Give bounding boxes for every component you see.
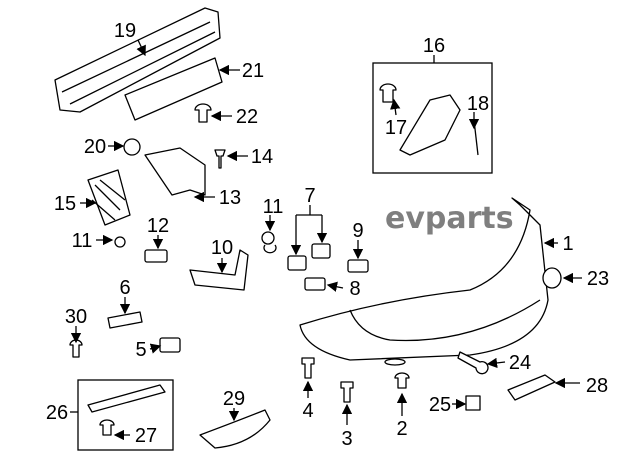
part-clip-22 (194, 103, 212, 123)
callout-1: 1 (562, 233, 573, 255)
callout-9: 9 (352, 220, 363, 242)
callout-21: 21 (242, 60, 264, 82)
callout-15: 15 (54, 193, 76, 215)
part-bracket-9 (347, 259, 369, 273)
part-reflector-10 (189, 249, 249, 291)
leader-lines (70, 39, 582, 441)
part-cap-23 (542, 267, 562, 289)
callout-29: 29 (223, 388, 245, 410)
callout-22: 22 (236, 106, 258, 128)
callout-4: 4 (302, 400, 313, 422)
part-clip-5 (159, 337, 181, 353)
callout-5: 5 (135, 339, 146, 361)
callout-14: 14 (251, 146, 273, 168)
callout-24: 24 (509, 352, 531, 374)
watermark: evparts (385, 201, 514, 236)
callout-18: 18 (467, 93, 489, 115)
part-clip-11-right (261, 231, 277, 254)
callout-8: 8 (349, 278, 360, 300)
callout-6: 6 (119, 277, 130, 299)
callout-box-16 (372, 55, 493, 174)
callout-13: 13 (219, 187, 241, 209)
part-bracket-8 (304, 277, 326, 291)
callout-7: 7 (304, 185, 315, 207)
callout-12: 12 (147, 215, 169, 237)
callout-23: 23 (587, 268, 609, 290)
part-reinforcement-19 (54, 7, 221, 113)
callout-25: 25 (429, 394, 451, 416)
part-bumper-cover-1 (299, 197, 549, 366)
callout-26: 26 (46, 402, 68, 424)
part-bolt-3 (340, 381, 354, 403)
callout-28: 28 (586, 375, 608, 397)
callout-2: 2 (396, 418, 407, 440)
callout-10: 10 (211, 237, 233, 259)
part-bracket-7b (311, 243, 331, 259)
part-clip-2 (394, 372, 410, 389)
part-bracket-6 (107, 311, 143, 329)
callout-19: 19 (114, 20, 136, 42)
callout-3: 3 (341, 428, 352, 450)
callout-17: 17 (385, 117, 407, 139)
callout-labels: 19 21 22 20 14 15 13 11 7 9 1 23 12 11 1… (46, 20, 609, 450)
part-cover-25 (465, 395, 481, 411)
part-bolt-14 (214, 149, 226, 169)
part-absorber-21 (124, 57, 223, 121)
callout-30: 30 (65, 306, 87, 328)
part-eye-24 (457, 351, 489, 375)
part-screw-30 (69, 339, 83, 358)
callout-20: 20 (84, 136, 106, 158)
callout-11-left: 11 (72, 230, 93, 252)
callout-box-26 (77, 379, 174, 451)
callout-11-right: 11 (263, 196, 284, 218)
part-bolt-4 (301, 357, 315, 379)
part-lamp-29 (199, 409, 271, 449)
part-bracket-13 (144, 147, 206, 196)
callout-27: 27 (135, 425, 157, 447)
part-bracket-7a (287, 255, 307, 271)
part-reflector-28 (507, 374, 556, 401)
callout-16: 16 (423, 35, 445, 57)
part-nut-20 (123, 138, 141, 156)
part-clip-11 (114, 236, 126, 248)
part-grille-15 (87, 169, 131, 226)
part-bracket-12 (144, 249, 168, 263)
